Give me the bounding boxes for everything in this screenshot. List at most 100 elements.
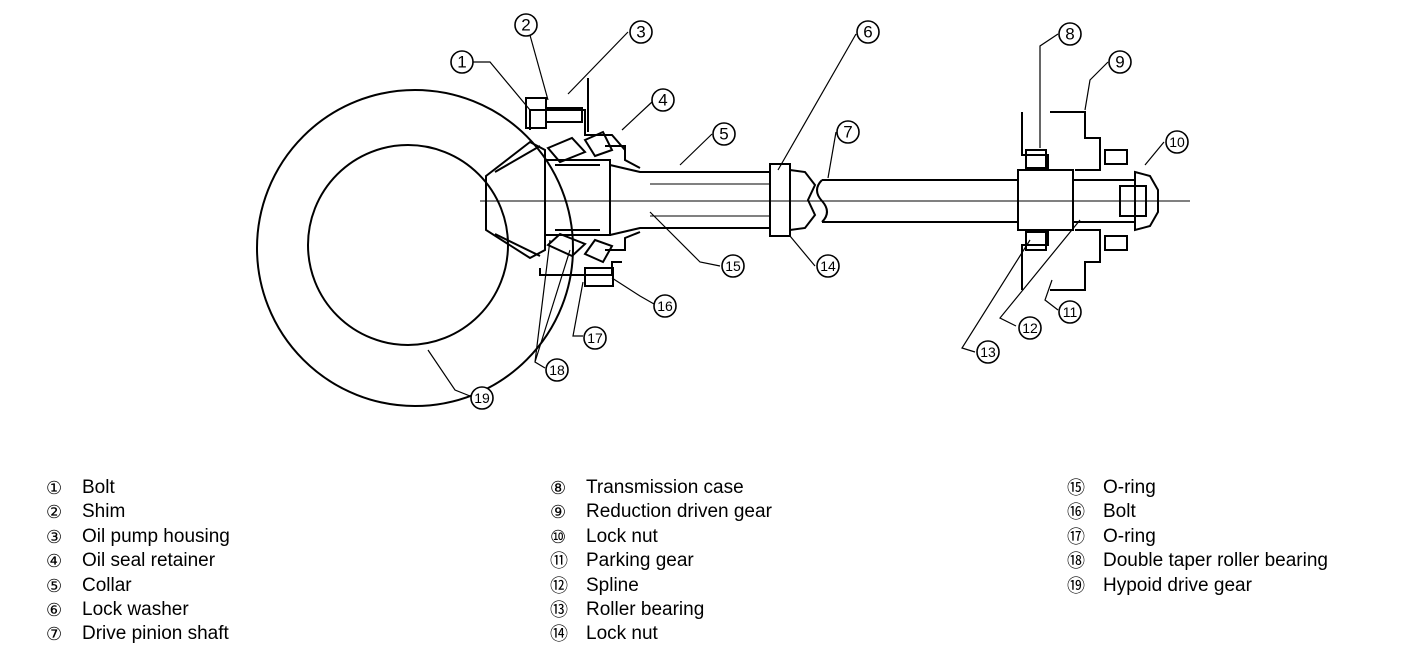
legend-label: Bolt: [1103, 501, 1136, 523]
leader-13: [961, 239, 1031, 353]
legend-label: Transmission case: [586, 477, 744, 498]
callout-3: 3: [636, 23, 645, 42]
leader-15: [649, 211, 721, 267]
bearing-housing: [544, 159, 611, 236]
gear-tooth-bottom: [1104, 235, 1128, 251]
callout-7: 7: [843, 123, 852, 142]
legend-number: ⑰: [1067, 526, 1085, 547]
bolt-shank: [545, 107, 583, 123]
leader-10: [1144, 141, 1165, 166]
oil-pump-housing: [529, 109, 626, 151]
leader-1: [473, 61, 531, 111]
callout-18: 18: [549, 362, 565, 378]
callout-11-circle: [1058, 300, 1082, 324]
callout-11: 11: [1063, 304, 1078, 320]
legend-number: ①: [46, 478, 63, 498]
lower-bolt-head: [584, 267, 614, 287]
roller-bearing-housing: [1017, 169, 1074, 231]
callout-19: 19: [474, 390, 490, 406]
legend-item: ⑯ Bolt: [1067, 500, 1328, 524]
legend-number: ⑤: [46, 575, 63, 596]
callout-15: 15: [725, 258, 741, 274]
leader-8: [1039, 33, 1059, 148]
callout-10: 10: [1169, 134, 1185, 150]
reduction-driven-gear: [1050, 111, 1101, 171]
legend-label: Shim: [82, 501, 126, 523]
legend-label: Drive pinion shaft: [82, 623, 229, 645]
legend-label: Lock washer: [82, 599, 189, 621]
legend-number: ⑩: [550, 526, 567, 547]
hypoid-drive-gear-inner: [307, 144, 509, 346]
legend-number: ⑥: [46, 600, 63, 621]
leader-12: [999, 219, 1081, 327]
leader-4: [621, 101, 653, 131]
leader-14: [789, 235, 816, 267]
legend-label: Spline: [586, 574, 639, 596]
callout-14: 14: [820, 258, 836, 274]
leader-9: [1084, 61, 1109, 111]
legend-number: ⑨: [550, 502, 567, 523]
leader-19: [427, 349, 471, 397]
drive-pinion-shaft: [822, 179, 1018, 223]
lock-nut-tab: [1119, 185, 1147, 217]
oil-seal-retainer: [605, 145, 641, 169]
callout-7-circle: [836, 120, 860, 144]
legend-label: Roller bearing: [586, 599, 705, 621]
taper-roller-bottom-left: [546, 232, 587, 258]
callout-2: 2: [521, 16, 530, 35]
legend-number: ⑦: [46, 624, 63, 645]
legend-label: Hypoid drive gear: [1103, 574, 1252, 596]
lock-nut-left: [789, 168, 817, 232]
collar: [609, 164, 771, 236]
legend-label: Collar: [82, 574, 132, 596]
callout-17-circle: [583, 326, 607, 350]
callout-14-circle: [816, 254, 840, 278]
callout-9: 9: [1115, 53, 1124, 72]
callout-4-circle: [651, 88, 675, 112]
gear-tooth-top: [1104, 149, 1128, 165]
legend-number: ⑯: [1067, 502, 1085, 523]
lock-washer: [769, 163, 791, 237]
callout-8: 8: [1065, 25, 1074, 44]
lock-nut-right: [1134, 170, 1159, 232]
taper-roller-bottom-right: [583, 238, 614, 264]
callout-5-circle: [712, 122, 736, 146]
legend-item: ⑭ Lock nut: [550, 622, 772, 646]
callout-9-circle: [1108, 50, 1132, 74]
parking-gear: [1050, 229, 1101, 291]
legend-label: Parking gear: [586, 550, 694, 572]
legend-number: ④: [46, 551, 63, 572]
pinion-tooth-line-1: [494, 145, 541, 173]
callout-3-circle: [629, 20, 653, 44]
callout-12-circle: [1018, 316, 1042, 340]
legend-item: ⑤ Collar: [46, 574, 230, 598]
callout-10-circle: [1165, 130, 1189, 154]
callout-15-circle: [721, 254, 745, 278]
legend-item: ⑩ Lock nut: [550, 525, 772, 549]
transmission-case-bottom: [1021, 230, 1049, 290]
legend-label: Lock nut: [586, 525, 658, 547]
leader-3: [567, 31, 629, 95]
roller-bottom: [1025, 231, 1047, 251]
legend-number: ⑲: [1067, 575, 1085, 596]
legend-label: O-ring: [1103, 525, 1156, 547]
callout-13-circle: [976, 340, 1000, 364]
oil-seal-retainer-bottom: [605, 231, 641, 251]
legend-label: Lock nut: [586, 623, 658, 645]
callout-2-circle: [514, 13, 538, 37]
legend-number: ⑭: [550, 624, 568, 645]
drive-pinion-diagram: 1 2 3 4 5 6 7 8 9 10 11 12 13 14 15 16 1…: [256, 13, 1190, 410]
legend-label: Reduction driven gear: [586, 501, 772, 523]
callout-17: 17: [587, 330, 603, 346]
callout-6: 6: [863, 23, 872, 42]
leader-6: [777, 33, 857, 171]
